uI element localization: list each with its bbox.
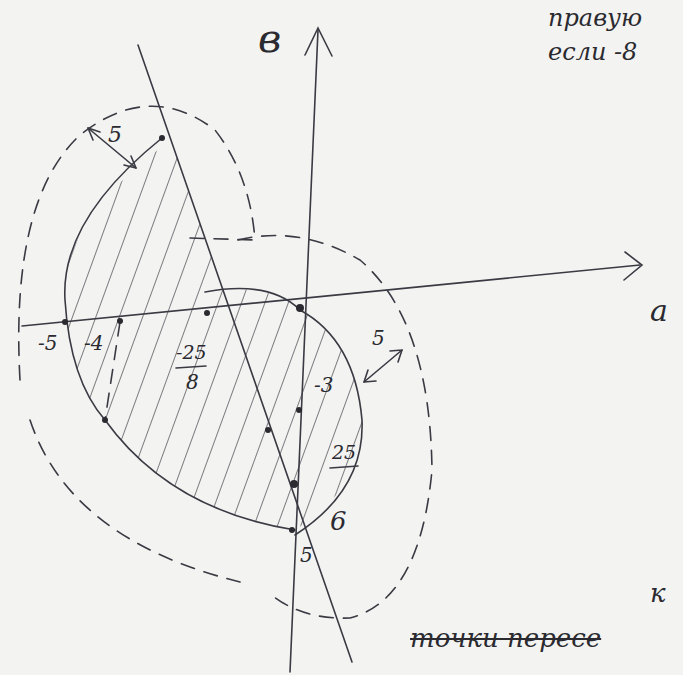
fraction-numerator: 25 — [332, 443, 356, 462]
axis-label: в — [258, 18, 281, 58]
tick-label: -3 — [314, 375, 333, 395]
radius-label: 5 — [108, 124, 122, 146]
fraction-denominator: 6 — [330, 508, 347, 534]
axis-label: а — [650, 296, 668, 326]
note-text: к — [650, 580, 666, 606]
note-text: правую — [548, 6, 642, 30]
tick-label: -5 — [38, 333, 57, 353]
radius-label: 5 — [372, 328, 385, 348]
fraction-denominator: 8 — [186, 372, 199, 392]
note-text: если -8 — [548, 40, 637, 64]
tick-label: 5 — [300, 545, 313, 565]
struck-note: точки пересе — [410, 625, 601, 651]
tick-label: -4 — [84, 333, 103, 353]
fraction-numerator: -25 — [176, 343, 207, 362]
